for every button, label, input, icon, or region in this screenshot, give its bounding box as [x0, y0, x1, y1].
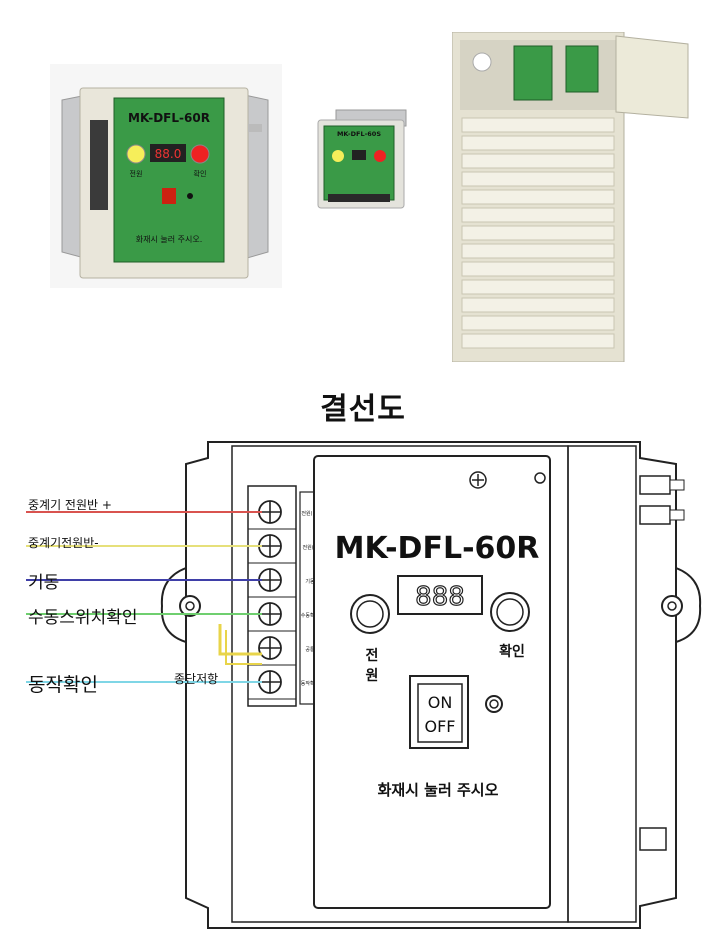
louver-slat — [461, 225, 615, 241]
product-photo-cabinet — [452, 32, 689, 362]
svg-text:88.0: 88.0 — [155, 147, 182, 161]
wire-label-operation-confirm: 동작확인 — [28, 674, 98, 696]
resistor-label: 종단저항 — [174, 672, 219, 686]
svg-text:원: 원 — [366, 668, 379, 684]
terminal-label: 동작확인 — [301, 680, 320, 687]
terminal-label: 수동확인 — [301, 612, 320, 619]
terminal-label: 전원(-) — [303, 544, 318, 551]
terminal-screw — [248, 534, 296, 564]
diagram-title: 결선도 — [320, 392, 406, 427]
louver-slat — [461, 189, 615, 205]
svg-text:ON: ON — [428, 693, 453, 712]
louver-slat — [461, 279, 615, 295]
terminal-label: 기동 — [305, 578, 315, 585]
louver-slat — [461, 117, 615, 133]
panel-model-text: MK-DFL-60R — [335, 531, 540, 566]
product-photo-small: MK-DFL-60S — [317, 109, 407, 209]
svg-text:OFF: OFF — [425, 717, 456, 736]
louver-slat — [461, 315, 615, 331]
louver-slat — [461, 207, 615, 223]
louver-slat — [461, 333, 615, 349]
louver-slat — [461, 171, 615, 187]
wire-label-power-plus: 중계기 전원반 + — [28, 498, 112, 512]
louver-slat — [461, 297, 615, 313]
svg-text:MK-DFL-60S: MK-DFL-60S — [337, 130, 381, 138]
confirm-label: 확인 — [499, 643, 525, 660]
segment-display: 888 — [415, 582, 465, 612]
wire-label-start: 기동 — [28, 573, 60, 593]
terminal-screw — [248, 670, 296, 700]
louver-slat — [461, 261, 615, 277]
svg-text:전원: 전원 — [130, 169, 143, 178]
svg-text:확인: 확인 — [194, 169, 207, 178]
photo-large-model: MK-DFL-60R — [128, 111, 210, 125]
louver-slat — [461, 135, 615, 151]
louver-slat — [461, 153, 615, 169]
terminal-label: 전원(+) — [301, 510, 318, 517]
svg-text:화재시 눌러 주시오.: 화재시 눌러 주시오. — [136, 235, 203, 244]
terminal-screw — [248, 636, 296, 666]
svg-text:전: 전 — [366, 647, 379, 664]
louver-slat — [461, 243, 615, 259]
wire-label-manual-switch: 수동스위치확인 — [28, 608, 138, 628]
terminal-label: 공통 — [305, 647, 315, 653]
instruction-text: 화재시 눌러 주시오 — [378, 781, 499, 799]
wire-label-power-minus: 중계기전원반- — [28, 536, 99, 550]
product-photo-large: MK-DFL-60R 88.0 전원 확인 화재시 눌러 주시오. — [50, 64, 282, 288]
